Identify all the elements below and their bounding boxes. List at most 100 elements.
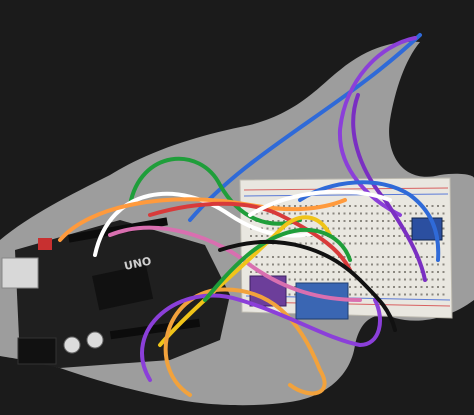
breadboard-hole [442,205,445,207]
breadboard-hole [310,220,313,222]
breadboard-hole [305,242,307,245]
breadboard-hole [294,263,296,266]
breadboard-hole [321,227,324,230]
breadboard-hole [404,278,406,281]
capacitor [86,331,104,349]
breadboard-hole [288,205,291,207]
breadboard-hole [261,263,263,266]
breadboard-hole [294,256,296,258]
breadboard-hole [420,278,423,281]
breadboard-hole [338,205,340,207]
breadboard-hole [404,205,406,207]
breadboard-hole [321,212,324,215]
breadboard-hole [382,242,384,245]
breadboard-hole [316,278,318,281]
breadboard-hole [409,212,412,215]
breadboard-hole [365,293,368,296]
breadboard-hole [349,263,351,266]
breadboard-hole [354,220,357,222]
breadboard-hole [310,271,313,273]
arduino-board: UNO [1,217,230,368]
breadboard-hole [371,263,373,266]
breadboard-hole [299,271,302,273]
breadboard-hole [266,256,269,258]
breadboard-hole [332,227,335,230]
breadboard-hole [442,271,445,273]
breadboard-hole [376,286,379,288]
wire-orange-loop [163,287,327,397]
sensor-module-blue [295,282,349,320]
breadboard-hole [266,271,269,273]
breadboard-hole [283,205,285,207]
breadboard-hole [272,220,274,222]
breadboard-hole [250,220,252,222]
breadboard-hole [266,212,269,215]
breadboard-hole [360,263,362,266]
wire-purple-loop [140,293,382,382]
wire-white-right [248,189,392,217]
breadboard-hole [316,242,318,245]
breadboard-hole [255,271,258,273]
breadboard-hole [343,212,346,215]
breadboard-hole [321,235,324,237]
breadboard-hole [321,242,324,245]
breadboard-hole [250,235,252,237]
breadboard-hole [277,227,280,230]
breadboard-hole [310,212,313,215]
breadboard-hole [255,263,258,266]
breadboard-hole [332,278,335,281]
breadboard-hole [393,278,395,281]
breadboard-hole [283,271,285,273]
breadboard-hole [283,212,285,215]
breadboard-hole [365,263,368,266]
breadboard-hole [332,205,335,207]
breadboard-hole [288,278,291,281]
breadboard-hole [288,256,291,258]
breadboard-hole [266,235,269,237]
breadboard-hole [426,278,428,281]
reset-button [38,238,52,250]
breadboard-hole [360,235,362,237]
breadboard-hole [442,235,445,237]
breadboard-hole [393,271,395,273]
breadboard-hole [420,286,423,288]
breadboard-hole [283,263,285,266]
breadboard-hole [349,242,351,245]
breadboard-hole [398,242,401,245]
breadboard-hole [393,263,395,266]
jumper-wires [58,33,441,397]
breadboard-hole [415,263,417,266]
breadboard-hole [442,242,445,245]
breadboard-hole [442,220,445,222]
breadboard-hole [393,286,395,288]
breadboard-hole [305,205,307,207]
breadboard-hole [354,293,357,296]
breadboard-hole [305,278,307,281]
breadboard-hole [420,256,423,258]
breadboard-hole [371,227,373,230]
breadboard-hole [272,271,274,273]
breadboard-hole [437,271,439,273]
breadboard-hole [431,205,434,207]
breadboard-hole [376,220,379,222]
breadboard-hole [431,256,434,258]
breadboard-hole [442,263,445,266]
breadboard-hole [338,271,340,273]
breadboard-hole [261,212,263,215]
breadboard-hole [277,205,280,207]
breadboard-hole [426,242,428,245]
breadboard-hole [376,235,379,237]
microcontroller-chip [92,264,154,311]
breadboard-hole [349,220,351,222]
breadboard-hole [360,293,362,296]
breadboard-hole [387,293,390,296]
breadboard-hole [382,286,384,288]
breadboard-hole [365,235,368,237]
breadboard-hole [277,263,280,266]
breadboard-hole [398,278,401,281]
breadboard-hole [360,256,362,258]
breadboard-hole [327,263,329,266]
breadboard-hole [332,256,335,258]
wire-pink [108,225,362,302]
breadboard-hole [415,278,417,281]
